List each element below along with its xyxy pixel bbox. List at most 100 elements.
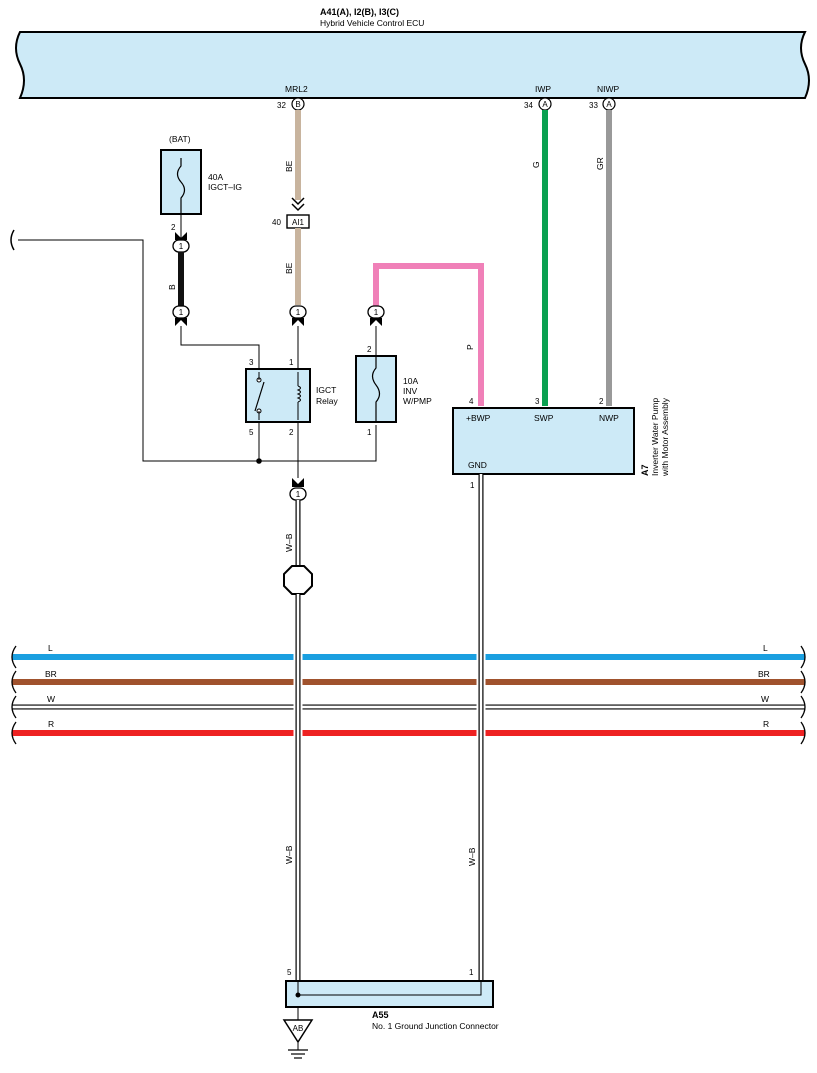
bus-line-w: W W: [12, 694, 805, 710]
gnd-conn-pin-5: 5: [287, 968, 292, 977]
bus-line-r: R R: [12, 719, 805, 736]
wire-label-wb-right: W–B: [467, 847, 477, 866]
conn-b-top-label: 1: [179, 242, 184, 251]
relay-pin-1: 1: [289, 358, 294, 367]
conn-be-bottom-label: 1: [296, 308, 301, 317]
pump-pin-3: 3: [535, 397, 540, 406]
pump-label-gnd: GND: [468, 460, 487, 470]
conn-wb-top-tab: [292, 478, 304, 487]
junction-chevron: [291, 197, 305, 212]
pump-box: [452, 407, 635, 475]
pump-name-2: with Motor Assembly: [660, 397, 670, 477]
bus-label-br-right: BR: [758, 669, 770, 679]
bus-label-br-left: BR: [45, 669, 57, 679]
relay-pin-3: 3: [249, 358, 254, 367]
bus-break-left: [11, 645, 17, 745]
ecu-connector-a-iwp: A: [538, 97, 552, 111]
splice-octagon: [283, 565, 313, 595]
ecu-connector-b-label: B: [295, 100, 300, 109]
relay-switch-symbol: [254, 372, 265, 420]
ecu-terminal-iwp: IWP: [535, 84, 551, 94]
fuse-inv-symbol: [371, 356, 381, 422]
gnd-conn-name: No. 1 Ground Junction Connector: [372, 1021, 499, 1031]
wire-left-feed: [18, 239, 377, 462]
pump-pin-2: 2: [599, 397, 604, 406]
fuse-bat-pin-2: 2: [171, 223, 176, 232]
ecu-name: Hybrid Vehicle Control ECU: [320, 18, 424, 28]
conn-p-bottom: 1: [367, 305, 385, 319]
wire-label-b: B: [167, 284, 177, 290]
gnd-conn-bus: [297, 981, 482, 996]
relay-name-1: IGCT: [316, 385, 336, 395]
relay-pin-5: 5: [249, 428, 254, 437]
ecu-connector-a-niwp: A: [602, 97, 616, 111]
wire-relay-3: [180, 326, 260, 372]
wire-p: [373, 263, 484, 406]
ground-point-triangle: [282, 1019, 314, 1044]
conn-b-top: 1: [172, 239, 190, 253]
bus-line-br: BR BR: [12, 669, 805, 685]
bus-label-l-left: L: [48, 643, 53, 653]
bus-label-w-left: W: [47, 694, 55, 704]
ecu-connector-b: B: [291, 97, 305, 111]
fuse-bat-source: (BAT): [169, 134, 191, 144]
bus-label-w-right: W: [761, 694, 769, 704]
relay-coil-symbol: [296, 372, 301, 420]
wire-label-p: P: [465, 344, 475, 350]
wire-label-be-lower: BE: [284, 262, 294, 274]
wire-label-wb-left-lower: W–B: [284, 845, 294, 864]
conn-b-bottom: 1: [172, 305, 190, 319]
ecu-pin-33: 33: [589, 101, 598, 110]
ground-point-label: AB: [293, 1024, 304, 1033]
pump-code: A7: [640, 464, 650, 476]
conn-be-bottom-tab: [292, 318, 304, 326]
conn-be-bottom: 1: [289, 305, 307, 319]
fuse-inv-name-2: W/PMP: [403, 396, 432, 406]
bus-label-l-right: L: [763, 643, 768, 653]
splice-point: [256, 458, 262, 464]
conn-b-top-tab: [175, 232, 187, 240]
bus-crossover-gaps: [293, 640, 486, 750]
wire-label-wb-left-upper: W–B: [284, 533, 294, 552]
ecu-box: [15, 31, 810, 99]
gnd-conn-box: [285, 980, 494, 1008]
wire-left-break: [10, 229, 15, 251]
conn-b-bottom-label: 1: [179, 308, 184, 317]
wire-label-gr: GR: [595, 157, 605, 170]
junction-label: AI1: [292, 218, 305, 227]
bus-label-r-right: R: [763, 719, 769, 729]
ecu-connector-title: A41(A), I2(B), I3(C): [320, 7, 399, 17]
fuse-inv-name-1: INV: [403, 386, 418, 396]
relay-pin-2: 2: [289, 428, 294, 437]
conn-wb-top: 1: [289, 487, 307, 501]
relay-name-2: Relay: [316, 396, 338, 406]
ecu-pin-34: 34: [524, 101, 533, 110]
ground-icon: [288, 1042, 308, 1059]
conn-p-bottom-tab: [370, 318, 382, 326]
junction-pin-40: 40: [272, 218, 281, 227]
ecu-connector-a-niwp-label: A: [606, 100, 612, 109]
conn-wb-top-label: 1: [296, 490, 301, 499]
conn-p-bottom-label: 1: [374, 308, 379, 317]
bus-label-r-left: R: [48, 719, 54, 729]
pump-pin-1: 1: [470, 481, 475, 490]
fuse-bat-rating: 40A: [208, 172, 223, 182]
fuse-inv-pin-2: 2: [367, 345, 372, 354]
pump-name-1: Inverter Water Pump: [650, 398, 660, 476]
pump-label-nwp: NWP: [599, 413, 619, 423]
ecu-terminal-niwp: NIWP: [597, 84, 620, 94]
fuse-inv-rating: 10A: [403, 376, 418, 386]
fuse-bat-name: IGCT–IG: [208, 182, 242, 192]
ecu-terminal-mrl2: MRL2: [285, 84, 308, 94]
pump-pin-4: 4: [469, 397, 474, 406]
gnd-conn-dot: [295, 992, 301, 998]
relay-box: [245, 368, 311, 423]
junction-connector-ai1: AI1: [286, 214, 310, 229]
wire-label-g: G: [531, 161, 541, 168]
gnd-conn-code: A55: [372, 1010, 389, 1020]
wire-label-be-upper: BE: [284, 160, 294, 172]
fuse-bat-symbol: [176, 158, 186, 214]
bus-line-l: L L: [12, 643, 805, 660]
pump-label-swp: SWP: [534, 413, 554, 423]
